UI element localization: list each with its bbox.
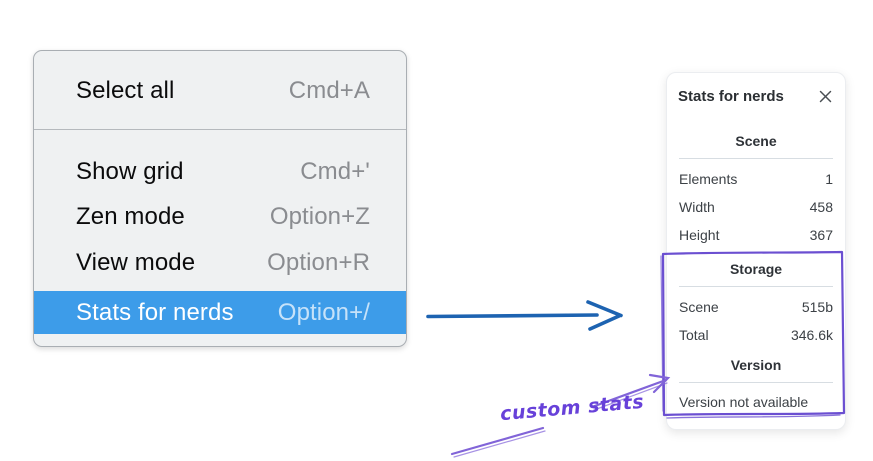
stat-row-height: Height 367: [677, 221, 835, 249]
menu-to-panel-arrow: [426, 300, 623, 331]
annotation-label: custom stats: [499, 390, 645, 426]
stat-row-width: Width 458: [677, 193, 835, 221]
section-divider: [679, 286, 833, 287]
stat-row-elements: Elements 1: [677, 165, 835, 193]
context-menu: Select all Cmd+A Show grid Cmd+' Zen mod…: [33, 50, 407, 347]
stat-label: Elements: [679, 171, 738, 187]
menu-item-show-grid[interactable]: Show grid Cmd+': [34, 149, 406, 194]
section-header-scene: Scene: [735, 133, 777, 149]
menu-item-zen-mode[interactable]: Zen mode Option+Z: [34, 194, 406, 240]
menu-item-label: View mode: [76, 249, 196, 276]
section-header-storage: Storage: [729, 261, 783, 277]
menu-item-label: Select all: [76, 76, 175, 104]
menu-item-label: Show grid: [76, 157, 184, 185]
version-note: Version not available: [679, 394, 809, 410]
section-divider: [679, 158, 833, 159]
stat-value: 346.6k: [790, 327, 833, 343]
menu-item-shortcut: Option+/: [277, 298, 370, 326]
stat-value: 458: [809, 199, 833, 215]
menu-item-view-mode[interactable]: View mode Option+R: [34, 240, 406, 286]
stats-panel-title: Stats for nerds: [678, 87, 784, 105]
menu-item-shortcut: Option+R: [267, 249, 370, 276]
stat-row-total-storage: Total 346.6k: [677, 321, 835, 349]
stat-label: Width: [679, 199, 715, 215]
close-icon[interactable]: [816, 87, 834, 105]
menu-item-shortcut: Cmd+': [300, 157, 370, 185]
stats-panel-header: Stats for nerds: [677, 87, 835, 105]
stat-label: Total: [679, 327, 709, 343]
section-divider: [679, 382, 833, 383]
stat-value: 1: [825, 171, 833, 187]
stat-value: 515b: [801, 299, 833, 315]
stat-row-scene-storage: Scene 515b: [677, 293, 835, 321]
stats-panel: Stats for nerds Scene Elements 1 Width 4…: [666, 72, 846, 430]
stat-label: Height: [679, 227, 720, 243]
menu-item-label: Stats for nerds: [76, 298, 234, 326]
section-header-version: Version: [730, 357, 782, 373]
menu-item-select-all[interactable]: Select all Cmd+A: [34, 68, 406, 113]
menu-item-shortcut: Cmd+A: [288, 76, 370, 104]
menu-item-stats-for-nerds[interactable]: Stats for nerds Option+/: [34, 291, 406, 334]
stat-value: 367: [809, 227, 833, 243]
menu-item-label: Zen mode: [76, 203, 185, 230]
menu-item-shortcut: Option+Z: [269, 203, 370, 230]
stat-label: Scene: [679, 299, 719, 315]
menu-separator: [34, 129, 406, 130]
